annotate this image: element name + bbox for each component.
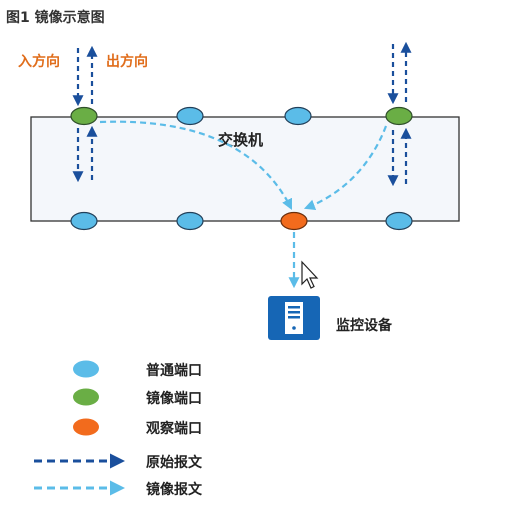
- legend-label-original-packet: 原始报文: [146, 454, 203, 471]
- legend-swatch-observe-port: [73, 418, 99, 436]
- legend-label-observe-port: 观察端口: [146, 420, 202, 437]
- legend-swatch-mirror-port: [73, 388, 99, 406]
- normal-port: [176, 211, 204, 231]
- normal-port: [385, 211, 413, 231]
- mirror-port: [70, 106, 98, 126]
- normal-port: [284, 106, 312, 126]
- out-direction-label: 出方向: [106, 53, 148, 70]
- normal-port: [70, 211, 98, 231]
- switch-label: 交换机: [218, 131, 263, 149]
- switch-box: [30, 116, 460, 222]
- mirror-packet-arrow-right: [303, 125, 388, 210]
- legend-label-mirror-packet: 镜像报文: [146, 481, 203, 498]
- legend-swatch-normal-port: [73, 360, 99, 378]
- legend-label-normal-port: 普通端口: [146, 362, 202, 379]
- monitor-device-label: 监控设备: [336, 317, 393, 334]
- mirror-packet-arrow-left: [99, 120, 292, 210]
- legend-label-mirror-port: 镜像端口: [146, 390, 202, 407]
- mouse-cursor-icon: [301, 260, 319, 289]
- mirror-port: [385, 106, 413, 126]
- normal-port: [176, 106, 204, 126]
- legend: 普通端口 镜像端口 观察端口 原始报文 镜像报文: [34, 360, 203, 498]
- figure-title: 图1 镜像示意图: [6, 9, 105, 26]
- monitor-device-icon: [268, 296, 320, 340]
- in-direction-label: 入方向: [18, 53, 60, 70]
- observe-port: [280, 211, 308, 231]
